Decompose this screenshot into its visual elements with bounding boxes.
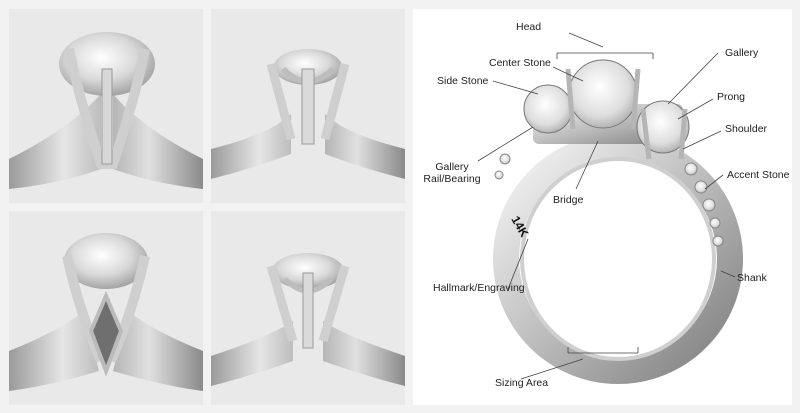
solitaire-photo-1 (9, 9, 203, 203)
solitaire-photo-4 (211, 211, 405, 405)
label-accent-stone: Accent Stone (727, 169, 790, 181)
label-center-stone: Center Stone (489, 57, 551, 69)
label-side-stone: Side Stone (437, 75, 489, 87)
label-prong: Prong (717, 91, 746, 103)
accent-stones (494, 153, 724, 247)
label-shoulder: Shoulder (725, 123, 768, 135)
solitaire-photo-2 (211, 9, 405, 203)
label-gallery-rail: Gallery Rail/Bearing (419, 161, 485, 185)
solitaire-photo-3 (9, 211, 203, 405)
label-gallery-rail-line1: Gallery (435, 161, 469, 173)
label-gallery-rail-line2: Rail/Bearing (423, 173, 481, 185)
ring-shank (493, 134, 743, 384)
leader-lines (477, 32, 736, 380)
label-head: Head (516, 21, 542, 33)
label-sizing-area: Sizing Area (495, 377, 549, 389)
label-shank: Shank (737, 272, 767, 284)
ring-anatomy-diagram: 14K Head Center Stone Side Stone Gallery… (413, 9, 792, 405)
label-bridge: Bridge (553, 194, 584, 206)
label-gallery: Gallery (725, 47, 759, 59)
ring-head (523, 59, 690, 160)
label-hallmark: Hallmark/Engraving (433, 282, 525, 294)
